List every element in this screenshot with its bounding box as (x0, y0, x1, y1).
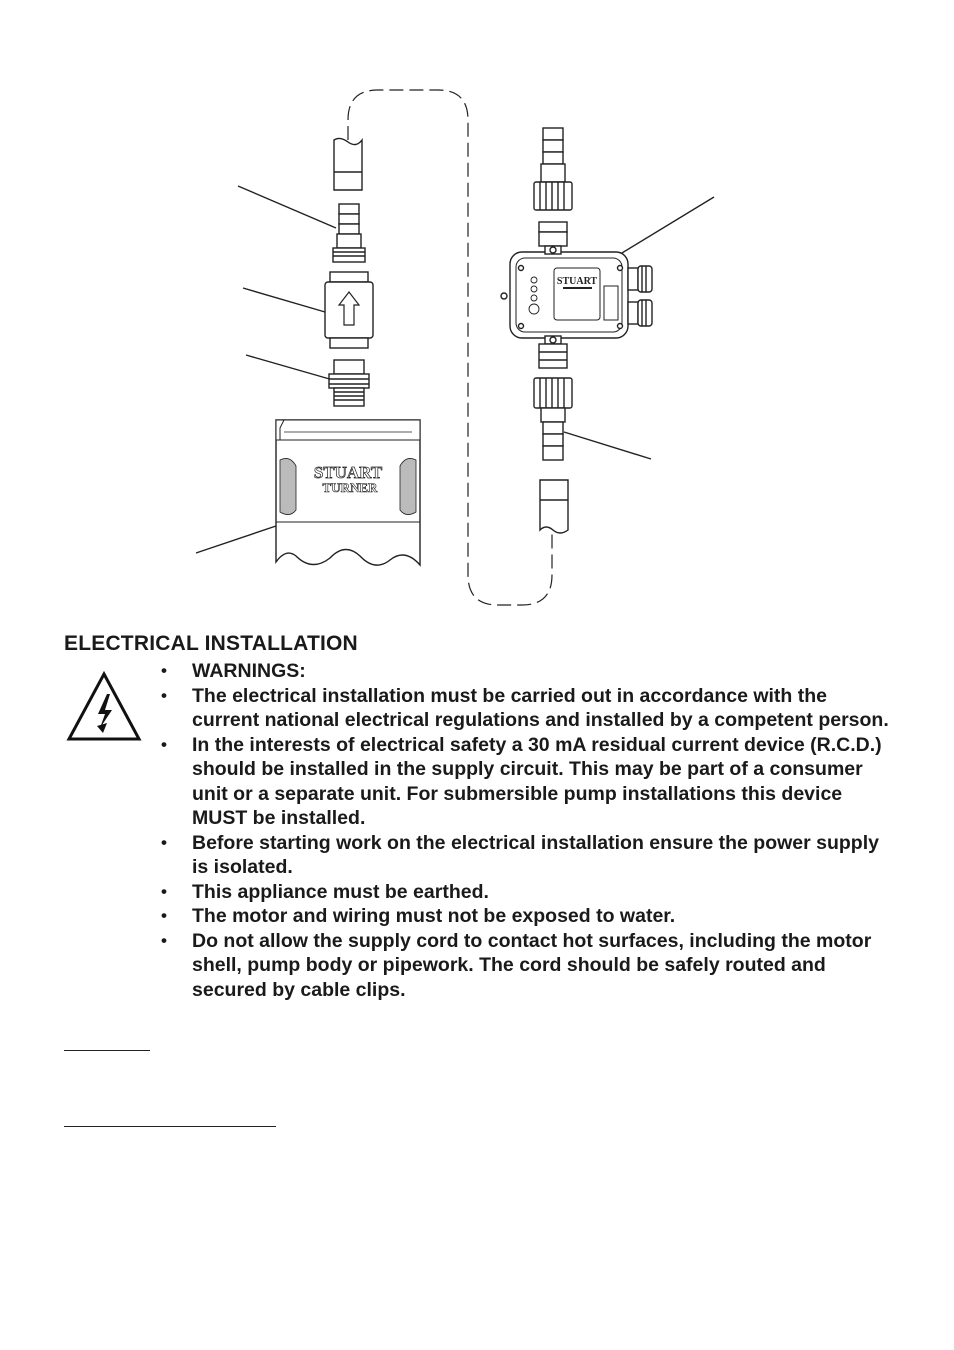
electrical-hazard-icon (66, 670, 142, 741)
bullet-icon: • (161, 906, 167, 925)
warning-text: The motor and wiring must not be exposed… (192, 905, 676, 927)
section-title: ELECTRICAL INSTALLATION (64, 632, 358, 655)
left-hose-tail (332, 203, 366, 263)
pump-logo-top: STUART (314, 463, 383, 482)
union-nut-top (533, 181, 573, 247)
bullet-icon: • (161, 832, 167, 852)
bullet-icon: • (161, 661, 167, 680)
warning-item: • Do not allow the supply cord to contact… (161, 929, 891, 1003)
warning-text: Before starting work on the electrical i… (192, 831, 879, 879)
leader-line-adaptor (245, 354, 334, 381)
dashed-hose (347, 89, 553, 606)
underline-rule-short (64, 1050, 150, 1051)
right-hose-end (539, 479, 569, 534)
pressure-controller: STUART (500, 245, 653, 345)
leader-line-hose-tail-left (237, 185, 337, 229)
warning-item: • In the interests of electrical safety a… (161, 733, 891, 831)
warning-text: This appliance must be earthed. (192, 880, 489, 903)
leader-line-pump (195, 525, 277, 554)
warning-text: WARNINGS: (192, 660, 306, 682)
warning-item: • This appliance must be earthed. (161, 880, 891, 905)
leader-line-non-return-valve (242, 287, 326, 313)
threaded-adaptor (328, 359, 370, 407)
right-hose-tail-top (540, 127, 566, 183)
pump-logo-bottom: TURNER (323, 480, 379, 495)
pump-installation-diagram: STUART TURNER STUART (195, 89, 715, 606)
left-hose-end (333, 137, 363, 191)
warning-item: • WARNINGS: (161, 659, 891, 684)
warning-item: • The motor and wiring must not be expose… (161, 904, 891, 929)
leader-line-controller (616, 196, 715, 257)
bullet-icon: • (161, 881, 167, 901)
bullet-icon: • (161, 930, 167, 950)
submersible-pump: STUART TURNER (275, 419, 421, 567)
warning-item: • The electrical installation must be car… (161, 684, 891, 733)
warning-text: The electrical installation must be carr… (192, 684, 889, 732)
non-return-valve (324, 271, 374, 349)
underline-rule-long (64, 1126, 276, 1127)
right-hose-tail-bottom (540, 407, 566, 461)
leader-line-hose-tail-right (563, 431, 652, 460)
bullet-icon: • (161, 685, 167, 705)
bullet-icon: • (161, 734, 167, 754)
warning-text: In the interests of electrical safety a … (192, 733, 882, 830)
warning-item: • Before starting work on the electrical … (161, 831, 891, 880)
warning-text: Do not allow the supply cord to contact … (192, 929, 872, 1001)
union-nut-bottom (533, 343, 573, 409)
warnings-list: • WARNINGS: • The electrical installation … (161, 659, 891, 1002)
controller-logo: STUART (557, 276, 598, 287)
